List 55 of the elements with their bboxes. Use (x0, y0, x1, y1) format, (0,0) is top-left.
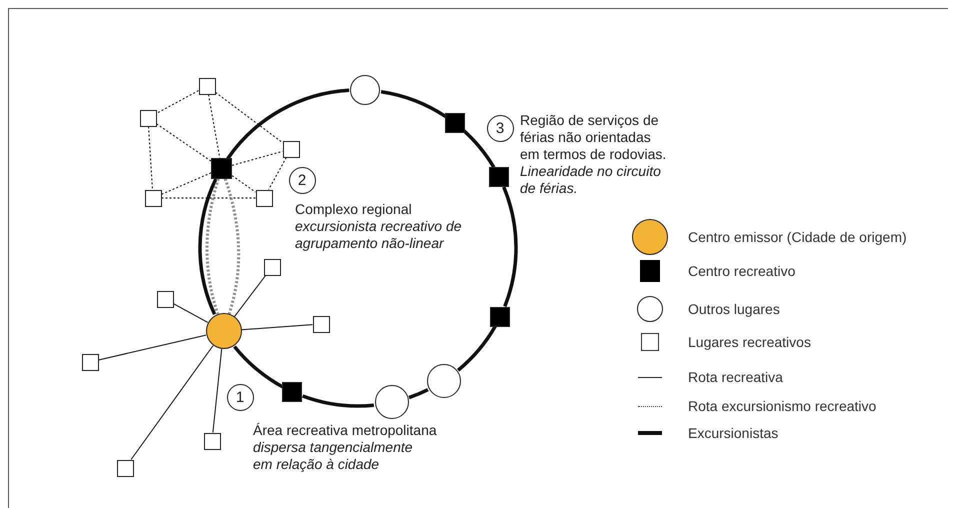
recreation-center-square (211, 158, 232, 179)
route-line (234, 275, 266, 318)
legend-label: Centro emissor (Cidade de origem) (688, 228, 907, 247)
dotted-route-line (232, 175, 256, 193)
dotted-route-line (206, 178, 220, 314)
annotation-text: excursionista recreativo de agrupamento não-linear (295, 218, 463, 252)
route-arc (408, 388, 429, 400)
route-line (212, 348, 222, 433)
dotted-route-line (268, 157, 287, 190)
route-line (130, 345, 214, 460)
annotation-text: Região de serviços de férias não orientadas em termos de rodovias. (520, 112, 668, 163)
place-square (264, 258, 280, 276)
legend-label: Centro recreativo (688, 262, 796, 280)
route-arc (502, 186, 518, 307)
recreation-center-square (444, 113, 465, 134)
legend-label: Rota recreativa (688, 368, 783, 386)
dotted-route-line (215, 92, 283, 144)
place-square (256, 190, 272, 206)
dotted-route-line (232, 150, 283, 166)
legend-label: Excursionistas (688, 424, 778, 442)
place-square (282, 140, 300, 158)
dotted-route-line (148, 126, 153, 190)
place-square (156, 290, 174, 308)
annotation-text: Linearidade no circuito de férias. (520, 163, 662, 197)
annotation-text: Complexo regional (295, 201, 413, 218)
dotted-route-line (224, 178, 240, 314)
place-square (140, 110, 156, 126)
place-square (116, 460, 134, 476)
dotted-route-line (156, 90, 199, 114)
route-arc (233, 345, 284, 388)
route-arc (462, 128, 496, 168)
recreation-center-square (489, 167, 510, 187)
dotted-route-line (208, 94, 220, 158)
place-square (198, 78, 216, 94)
route-line (173, 303, 208, 323)
route-line (241, 324, 313, 330)
annotation-text: dispersa tangencialmente em relação à cidade (253, 439, 414, 473)
route-arc (226, 88, 350, 160)
place-square (204, 432, 220, 450)
place-square (144, 190, 162, 206)
route-arc (380, 90, 447, 118)
legend-label: Outros lugares (688, 300, 780, 319)
dotted-route-line (156, 123, 212, 162)
legend-label: Rota excursionismo recreativo (688, 396, 876, 416)
annotation-text: Área recreativa metropolitana (253, 422, 438, 439)
route-arc (302, 394, 374, 408)
recreation-center-square (282, 382, 302, 402)
place-square (312, 316, 330, 332)
recreation-center-square (490, 306, 510, 327)
legend-label: Lugares recreativos (688, 332, 811, 352)
dotted-route-line (161, 172, 212, 195)
route-line (98, 334, 207, 361)
route-arc (198, 178, 218, 315)
route-arc (456, 325, 497, 372)
place-square (82, 354, 98, 370)
